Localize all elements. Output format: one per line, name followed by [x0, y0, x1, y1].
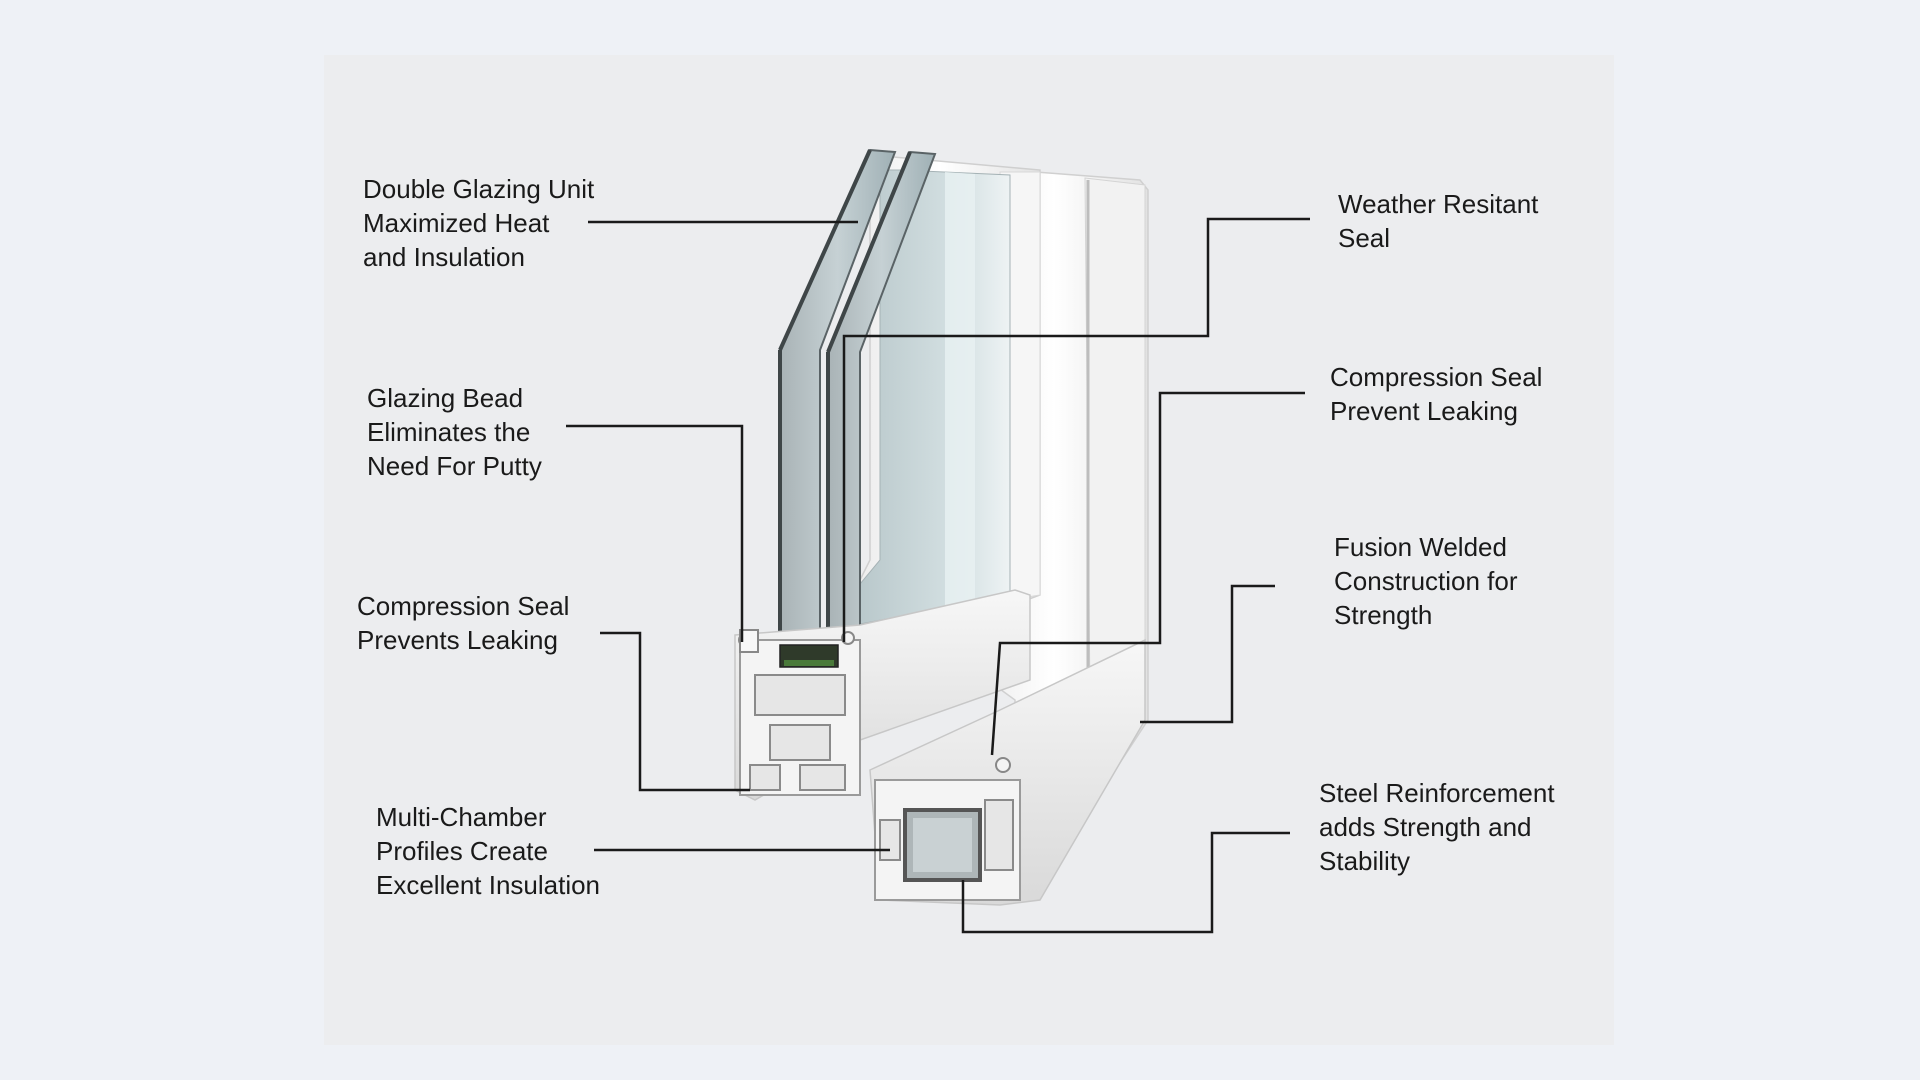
- label-double-glazing: Double Glazing Unit Maximized Heat and I…: [363, 174, 595, 272]
- label-steel-reinforcement: Steel Reinforcement adds Strength and St…: [1319, 778, 1555, 876]
- leader-compression-seal-right: [990, 391, 1305, 756]
- leader-lines: [566, 217, 1310, 934]
- sash-cross-section: [734, 589, 1031, 801]
- label-compression-seal-right: Compression Seal Prevent Leaking: [1330, 362, 1543, 426]
- label-glazing-bead: Glazing Bead Eliminates the Need For Put…: [367, 383, 542, 481]
- leader-steel-reinforcement: [961, 831, 1290, 934]
- frame-cross-section: [869, 638, 1146, 906]
- leader-fusion-welded: [1140, 584, 1275, 724]
- leader-weather-seal: [842, 217, 1310, 642]
- label-compression-seal-left: Compression Seal Prevents Leaking: [357, 591, 570, 655]
- label-weather-seal: Weather Resitant Seal: [1338, 189, 1539, 253]
- leader-compression-seal-left: [600, 631, 750, 792]
- label-fusion-welded: Fusion Welded Construction for Strength: [1334, 532, 1518, 630]
- label-multi-chamber: Multi-Chamber Profiles Create Excellent …: [376, 802, 601, 900]
- double-glazing-panes: [778, 148, 937, 650]
- glazing-bead: [739, 629, 759, 653]
- leader-glazing-bead: [566, 424, 744, 642]
